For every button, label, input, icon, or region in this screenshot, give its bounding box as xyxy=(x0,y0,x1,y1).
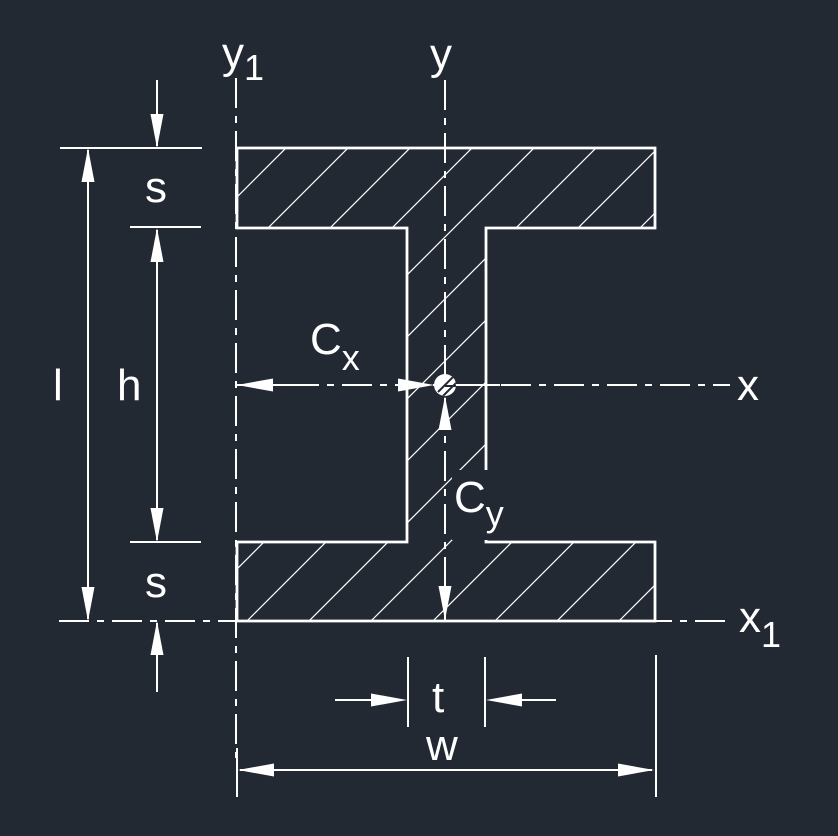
arrow-up-icon xyxy=(81,148,95,182)
arrow-down-icon xyxy=(438,586,452,620)
arrow-down-icon xyxy=(150,114,164,148)
arrow-left-icon xyxy=(238,763,274,777)
dim-label-cx: Cx xyxy=(310,315,360,378)
dim-label-w: w xyxy=(425,721,458,770)
arrow-right-icon xyxy=(398,378,434,392)
dim-overall-height xyxy=(81,148,95,621)
arrow-up-icon xyxy=(438,396,452,430)
arrow-left-icon xyxy=(237,378,273,392)
dim-label-t: t xyxy=(432,673,444,722)
dim-centroid-x xyxy=(237,378,500,392)
arrow-down-icon xyxy=(150,508,164,542)
dim-overall-width xyxy=(238,763,654,777)
centroid-icon xyxy=(434,374,456,396)
arrow-right-icon xyxy=(371,693,407,707)
axes xyxy=(59,78,730,758)
axis-label-y: y xyxy=(430,30,452,79)
dim-web-height xyxy=(150,80,164,692)
label-mask xyxy=(452,470,516,540)
arrow-left-icon xyxy=(486,693,522,707)
arrow-up-icon xyxy=(150,621,164,655)
dim-label-h: h xyxy=(117,361,141,410)
dim-web-thickness xyxy=(335,693,556,707)
dim-label-cy: Cy xyxy=(454,473,504,534)
axis-label-x1: x1 xyxy=(739,593,781,655)
dim-centroid-y xyxy=(438,396,452,620)
axis-label-x: x xyxy=(737,361,759,410)
label-mask xyxy=(306,316,368,376)
arrow-up-icon xyxy=(150,228,164,262)
axis-label-y1: y1 xyxy=(222,29,264,88)
extension-lines xyxy=(60,147,657,797)
arrow-down-icon xyxy=(81,587,95,621)
dim-label-l: l xyxy=(53,361,63,410)
arrow-right-icon xyxy=(618,763,654,777)
dim-label-s-top: s xyxy=(145,163,167,212)
dim-label-s-bottom: s xyxy=(145,558,167,607)
